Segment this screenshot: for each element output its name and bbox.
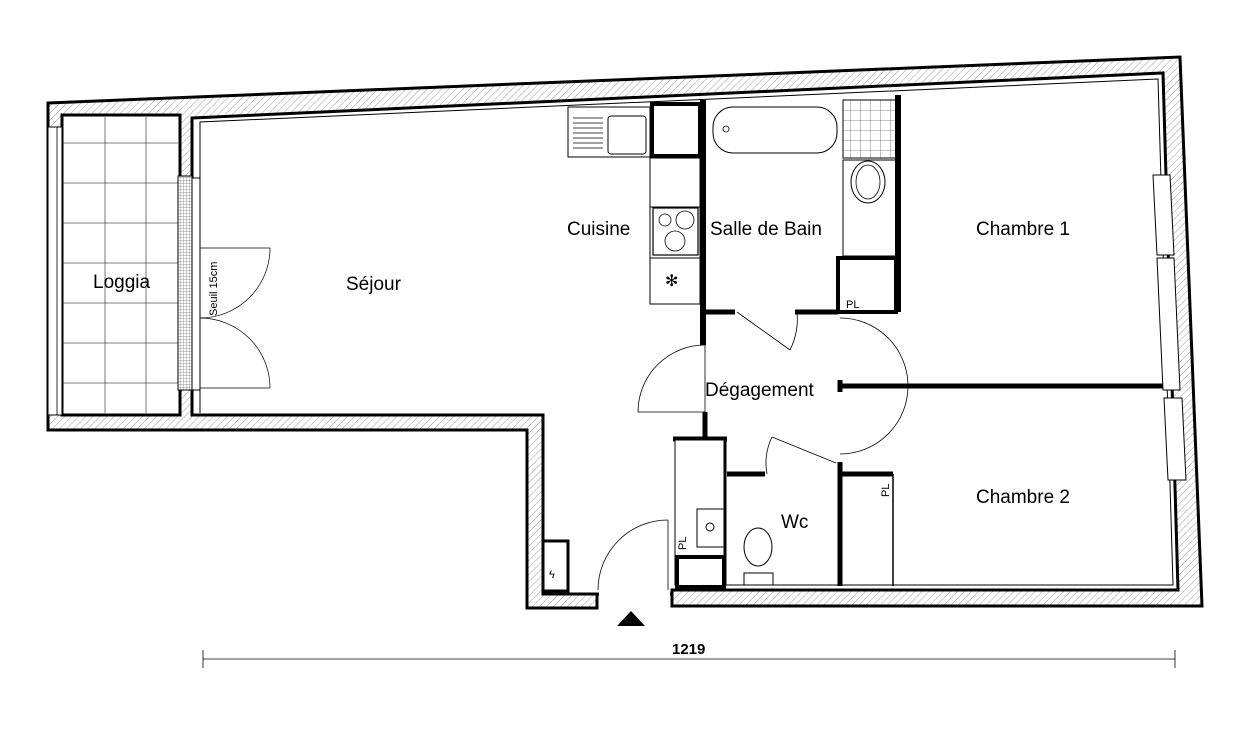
room-label-sejour: Séjour <box>346 274 402 295</box>
french-door <box>199 247 271 389</box>
fan-icon: ✻ <box>665 273 678 290</box>
room-label-loggia: Loggia <box>93 272 150 293</box>
room-label-cuisine: Cuisine <box>567 219 630 240</box>
dimension-label: 1219 <box>672 641 705 658</box>
dimension-line <box>202 650 1176 668</box>
threshold-note: Seuil 15cm <box>208 262 220 316</box>
electrical-panel-icon: ϟ <box>549 569 555 581</box>
kitchen-fixtures: ✻ <box>567 102 702 305</box>
doors <box>597 311 909 591</box>
bathroom-fixtures <box>712 99 898 314</box>
exterior-walls <box>46 55 1204 610</box>
placard-label-bathroom: PL <box>846 299 859 311</box>
loggia-area <box>47 117 201 416</box>
wc-fixtures <box>696 508 774 586</box>
room-label-degagement: Dégagement <box>705 380 815 401</box>
room-label-salle-de-bain: Salle de Bain <box>710 219 822 240</box>
placard-label-chambre2: PL <box>880 484 892 497</box>
room-label-wc: Wc <box>781 512 808 533</box>
windows <box>1152 174 1187 481</box>
room-label-chambre2: Chambre 2 <box>976 487 1070 508</box>
placard-label-entry: PL <box>677 537 689 550</box>
entrance-arrow-icon <box>617 611 645 626</box>
room-label-chambre1: Chambre 1 <box>976 219 1070 240</box>
